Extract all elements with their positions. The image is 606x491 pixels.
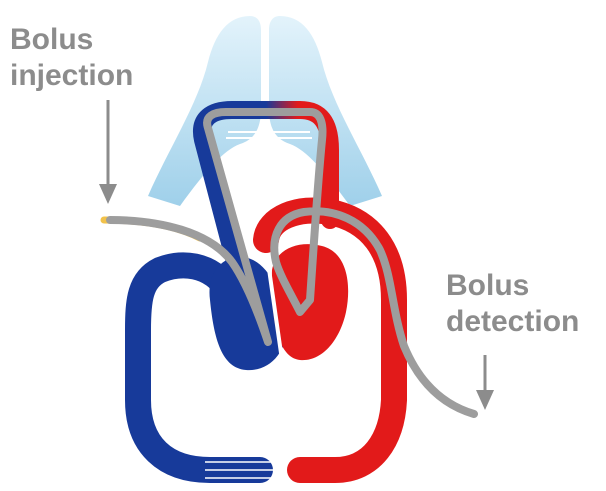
- bolus-injection-label: Bolus injection: [10, 22, 133, 94]
- bolus-injection-line-1: Bolus: [10, 22, 133, 58]
- bolus-detection-label: Bolus detection: [446, 268, 579, 340]
- detection-arrow: [476, 355, 494, 410]
- bolus-detection-line-1: Bolus: [446, 268, 579, 304]
- bolus-injection-line-2: injection: [10, 58, 133, 94]
- bolus-detection-line-2: detection: [446, 304, 579, 340]
- injection-arrow: [99, 100, 117, 204]
